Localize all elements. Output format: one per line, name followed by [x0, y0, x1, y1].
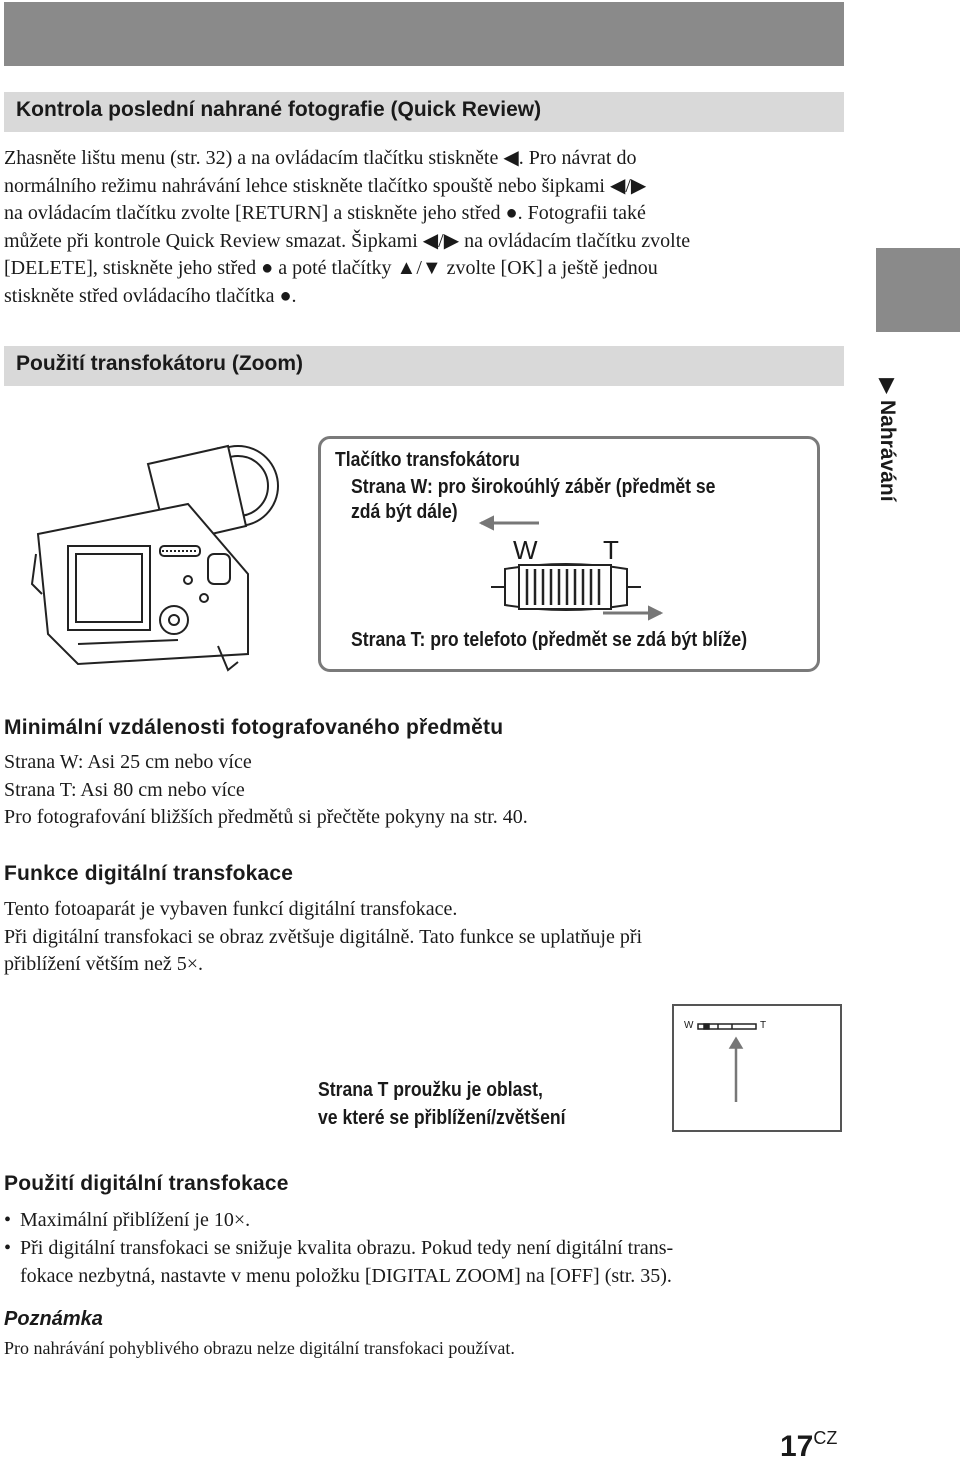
section-heading-text: Kontrola poslední nahrané fotografie (Qu…: [16, 98, 542, 121]
quick-review-paragraph: Zhasněte lištu menu (str. 32) a na ovlád…: [4, 145, 844, 310]
section-heading-zoom: Použití transfokátoru (Zoom): [4, 346, 844, 386]
min-distance-text: Strana W: Asi 25 cm nebo více Strana T: …: [4, 749, 844, 832]
chapter-label-text: ▶ Nahrávání: [876, 378, 899, 502]
chapter-label: ▶ Nahrávání: [872, 378, 900, 508]
callout-w-side-line2: zdá být dále): [351, 501, 458, 523]
page-number-suffix: CZ: [813, 1428, 838, 1448]
note-text: Pro nahrávání pohyblivého obrazu nelze d…: [4, 1338, 515, 1358]
text-line: přiblížení větším než 5×.: [4, 953, 204, 975]
note-heading: Poznámka: [4, 1308, 103, 1330]
callout-title: Tlačítko transfokátoru: [335, 449, 520, 471]
chapter-tab: [876, 248, 960, 332]
text-line: Zhasněte lištu menu (str. 32) a na ovlád…: [4, 147, 637, 169]
page-number: 17CZ: [780, 1428, 837, 1464]
section-heading-quick-review: Kontrola poslední nahrané fotografie (Qu…: [4, 92, 844, 132]
zoom-bar-t-label: T: [760, 1020, 767, 1031]
zoom-button-callout: Tlačítko transfokátoru Strana W: pro šir…: [318, 436, 820, 672]
text-line: můžete při kontrole Quick Review smazat.…: [4, 229, 691, 252]
text-line: Strana T: Asi 80 cm nebo více: [4, 778, 245, 801]
digital-zoom-function-text: Tento fotoaparát je vybaven funkcí digit…: [4, 896, 844, 979]
text-line: Tento fotoaparát je vybaven funkcí digit…: [4, 898, 458, 920]
callout-t-side-line: Strana T: pro telefoto (předmět se zdá b…: [351, 629, 748, 651]
text-line: Pro fotografování bližších předmětů si p…: [4, 806, 528, 828]
continuation-text: fokace nezbytná, nastavte v menu položku…: [20, 1265, 672, 1287]
text-line: stiskněte střed ovládacího tlačítka ●.: [4, 284, 297, 307]
list-item-continuation: fokace nezbytná, nastavte v menu položku…: [4, 1262, 844, 1290]
caption-line: ve které se přiblížení/zvětšení: [318, 1107, 566, 1129]
zoom-bar-graphic: [697, 1023, 757, 1102]
section-heading-text: Použití transfokátoru (Zoom): [16, 352, 303, 375]
text-line: Při digitální transfokaci se obraz zvětš…: [4, 925, 643, 948]
digital-zoom-use-heading: Použití digitální transfokace: [4, 1172, 289, 1195]
digital-zoom-use-list: Maximální přiblížení je 10×. Při digitál…: [4, 1206, 844, 1290]
zoom-lever-graphic: [478, 515, 664, 621]
caption-line: Strana T proužku je oblast,: [318, 1079, 543, 1101]
page-number-value: 17: [780, 1430, 814, 1463]
zoom-bar-w-label: W: [684, 1020, 694, 1031]
zoom-bar-caption: Strana T proužku je oblast, ve které se …: [318, 1076, 566, 1132]
header-bar: [4, 2, 844, 66]
text-line: [DELETE], stiskněte jeho střed ● a poté …: [4, 257, 658, 279]
zoom-w-label: W: [513, 535, 538, 565]
text-line: normálního režimu nahrávání lehce stiskn…: [4, 174, 647, 197]
digital-zoom-function-heading: Funkce digitální transfokace: [4, 862, 294, 885]
callout-w-side-line1: Strana W: pro širokoúhlý záběr (předmět …: [351, 476, 716, 498]
text-line: na ovládacím tlačítku zvolte [RETURN] a …: [4, 202, 646, 224]
camera-illustration: [30, 444, 279, 672]
text-line: Strana W: Asi 25 cm nebo více: [4, 751, 252, 773]
zoom-bar-display: W T: [672, 1004, 842, 1132]
min-distance-heading: Minimální vzdálenosti fotografovaného př…: [4, 716, 504, 739]
list-item: Při digitální transfokaci se snižuje kva…: [4, 1234, 844, 1262]
list-item: Maximální přiblížení je 10×.: [4, 1206, 844, 1234]
zoom-t-label: T: [603, 535, 619, 565]
